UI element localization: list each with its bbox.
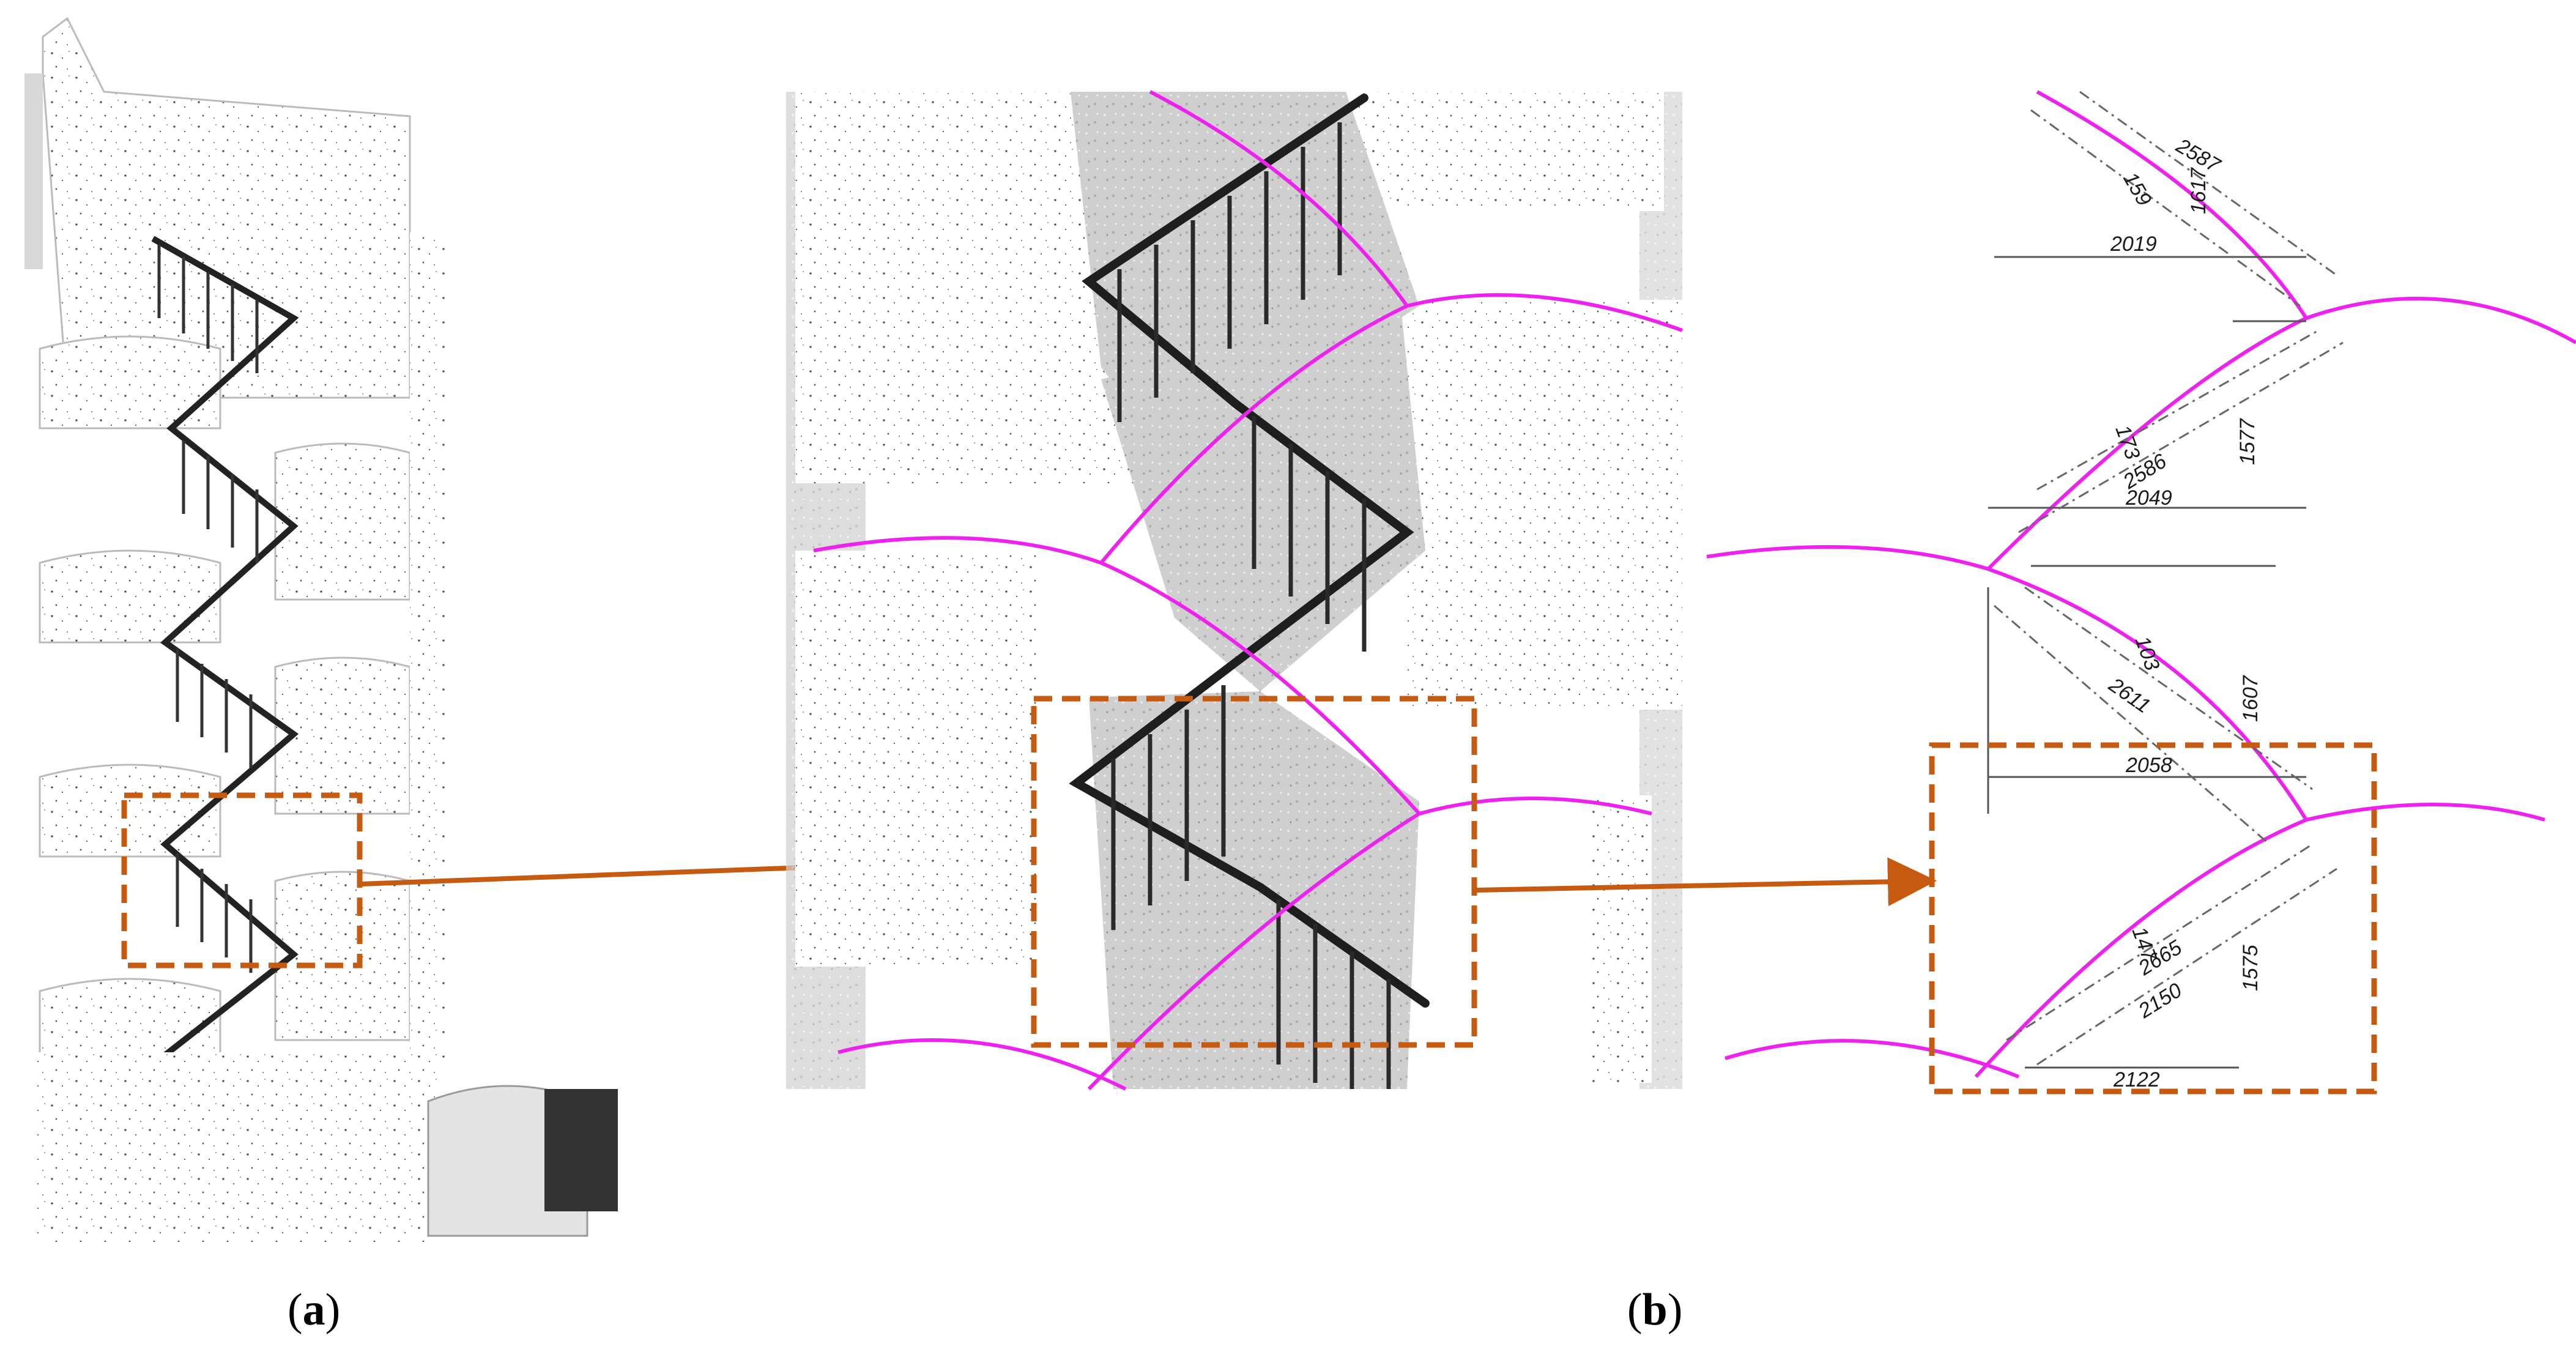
pc-a-wall-left-edge bbox=[24, 73, 43, 269]
cad-arches bbox=[1706, 90, 2576, 1079]
pc-b-lower-landing bbox=[795, 551, 1040, 967]
pc-b-flight-3 bbox=[1089, 691, 1419, 1089]
dim-159: 159 bbox=[2118, 168, 2156, 210]
cad-dash-lines bbox=[1994, 91, 2344, 1066]
cad-highlight-box bbox=[1929, 742, 2377, 1094]
arrow-b-to-drawing bbox=[1474, 857, 1937, 907]
pc-a-railings bbox=[148, 236, 299, 1165]
dim-1577: 1577 bbox=[2236, 418, 2259, 465]
panel-b-zoomed-cloud bbox=[786, 90, 1683, 1091]
pc-a-slab-3 bbox=[39, 764, 221, 858]
dim-1617: 1617 bbox=[2187, 167, 2210, 214]
dim-103: 103 bbox=[2130, 633, 2164, 674]
pc-b-middle-room bbox=[1407, 300, 1682, 710]
caption-a: (a) bbox=[288, 1285, 340, 1335]
dim-1607: 1607 bbox=[2239, 675, 2262, 722]
dim-1575: 1575 bbox=[2239, 945, 2262, 991]
pc-a-door-panel bbox=[544, 1089, 618, 1211]
pc-b-arches bbox=[813, 90, 1683, 1091]
pc-a-highlight-box bbox=[121, 792, 363, 968]
dim-2049: 2049 bbox=[2125, 486, 2172, 510]
pc-b-balusters bbox=[1111, 122, 1391, 1089]
dim-2122: 2122 bbox=[2113, 1068, 2160, 1091]
pc-b-flight-2 bbox=[1101, 306, 1425, 691]
pc-a-slab-1 bbox=[39, 335, 221, 429]
panel-a-point-cloud bbox=[24, 17, 618, 1242]
pc-a-ground-floor bbox=[37, 1052, 440, 1242]
pc-a-slab-2 bbox=[39, 549, 221, 644]
pc-b-railings bbox=[1069, 94, 1430, 1008]
pc-b-upper-right-room bbox=[1358, 92, 1664, 211]
dim-2058: 2058 bbox=[2125, 754, 2172, 777]
cad-dimension-lines bbox=[1987, 256, 2306, 1069]
dim-2019: 2019 bbox=[2110, 232, 2157, 256]
caption-b: (b) bbox=[1627, 1285, 1682, 1335]
pc-a-slab-right-1 bbox=[274, 442, 411, 601]
pc-b-lower-right-room bbox=[1591, 795, 1652, 1083]
panel-b-cad-drawing: 2587 159 1617 2019 173 2586 1577 2049 10… bbox=[1706, 90, 2576, 1094]
pc-a-slab-right-2 bbox=[274, 656, 411, 815]
pc-a-right-column bbox=[410, 232, 447, 1058]
dim-2611: 2611 bbox=[2104, 673, 2155, 718]
